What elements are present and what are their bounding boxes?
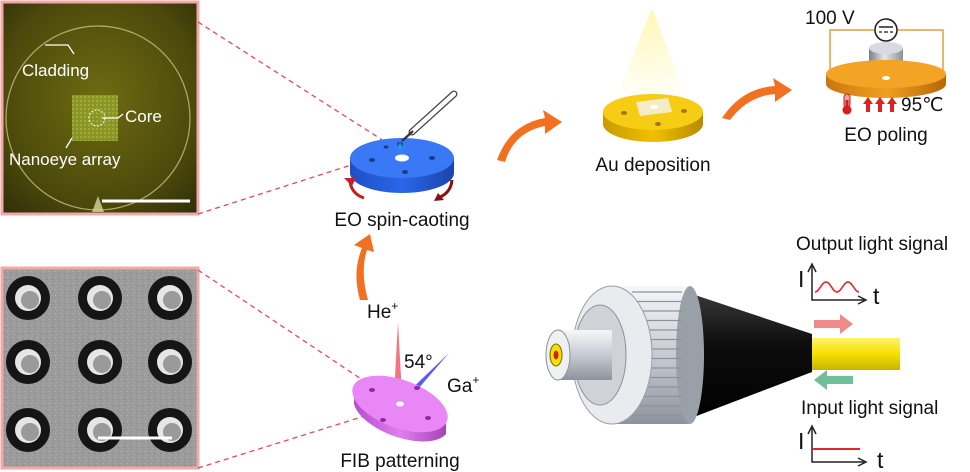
he-ion-beam xyxy=(394,322,402,395)
input-signal-label: Input light signal xyxy=(801,398,938,419)
dc-source-icon xyxy=(874,18,898,42)
output-intensity-axis-label: I xyxy=(798,266,804,292)
nanoeye-core xyxy=(93,355,111,373)
connector-boot xyxy=(686,292,812,420)
screw-hole xyxy=(396,401,404,407)
ga-ion-label: Ga+ xyxy=(447,373,479,397)
input-direction-arrow xyxy=(814,370,853,390)
he-ion-label: He+ xyxy=(367,299,398,323)
screw-hole xyxy=(369,388,375,392)
screw-hole xyxy=(369,158,375,162)
screw-hole xyxy=(882,76,890,80)
screw-hole xyxy=(414,386,420,390)
nanoeye-core xyxy=(21,423,39,441)
heat-arrows-icon xyxy=(863,97,897,112)
rotation-arrowhead xyxy=(344,178,356,186)
spin-disk-center-hole xyxy=(395,154,409,162)
nanoeye-core xyxy=(93,291,111,309)
ga-ion-charge: + xyxy=(472,373,479,387)
poling-voltage-label: 100 V xyxy=(805,8,855,29)
fib-patterning-label: FIB patterning xyxy=(340,451,459,472)
output-direction-arrow xyxy=(814,314,853,334)
input-signal-graph: Input light signal I t xyxy=(798,398,938,472)
au-deposition-stage: Au deposition xyxy=(595,8,711,176)
arrow-fib-to-spin xyxy=(354,234,374,300)
screw-hole xyxy=(383,145,389,149)
screw-hole xyxy=(650,105,658,109)
fiber-connector-device xyxy=(545,285,900,425)
screw-hole xyxy=(621,111,627,115)
au-deposition-label: Au deposition xyxy=(595,155,710,176)
fiber-tip-core xyxy=(553,350,559,360)
deposition-beam xyxy=(612,8,690,108)
screw-hole xyxy=(429,156,435,160)
output-axis-arrowhead xyxy=(857,295,868,305)
spin-coating-label: EO spin-caoting xyxy=(334,210,469,231)
input-axis-arrowhead xyxy=(857,457,868,467)
nanoeye-holes xyxy=(6,276,192,452)
connector-top-upper xyxy=(197,21,399,151)
fiber-edge-highlight xyxy=(92,196,104,212)
poling-disk-top xyxy=(826,60,946,88)
optical-micrograph-inset: Cladding Core Nanoeye array xyxy=(0,0,200,216)
fiber-cable xyxy=(806,338,900,370)
nanoeye-core xyxy=(21,355,39,373)
poling-temperature-label: 95℃ xyxy=(901,95,943,116)
arrow-au-to-poling xyxy=(722,78,792,120)
sem-micrograph-inset xyxy=(0,266,200,470)
screw-hole xyxy=(380,418,386,422)
output-time-axis-label: t xyxy=(873,283,880,309)
he-ion-charge: + xyxy=(391,299,398,313)
ferrule xyxy=(558,330,612,380)
poling-electrode-top xyxy=(869,42,903,54)
nanoeye-core xyxy=(163,291,181,309)
screw-hole xyxy=(425,416,431,420)
input-time-axis-label: t xyxy=(877,447,884,472)
core-pointer xyxy=(102,113,124,119)
pipette-icon xyxy=(398,90,458,150)
process-arrows xyxy=(354,78,792,300)
input-axis-arrowhead xyxy=(807,424,817,435)
eo-poling-label: EO poling xyxy=(844,125,927,146)
thermometer-icon xyxy=(842,93,852,115)
output-axes xyxy=(811,266,864,301)
nanoeye-pointer xyxy=(65,137,73,149)
input-intensity-axis-label: I xyxy=(798,428,804,454)
fib-angle-label: 54° xyxy=(404,352,433,373)
he-ion-symbol: He xyxy=(367,302,391,323)
nanoeye-core xyxy=(163,355,181,373)
rotation-arrowhead xyxy=(434,193,444,201)
connector-body-rear xyxy=(676,286,704,424)
nanoeye-core xyxy=(21,291,39,309)
cladding-pointer xyxy=(45,44,75,55)
output-axis-arrowhead xyxy=(807,262,817,273)
circuit-wire-left xyxy=(829,29,874,74)
spin-coating-stage: EO spin-caoting xyxy=(334,90,470,231)
nanoeye-array-label: Nanoeye array xyxy=(9,150,121,169)
output-signal-graph: Output light signal I t xyxy=(796,234,948,309)
cladding-label: Cladding xyxy=(22,61,89,80)
input-axes xyxy=(811,428,864,463)
screw-hole xyxy=(402,170,408,174)
fib-patterning-stage: He+ 54° Ga+ FIB patterning xyxy=(340,299,479,472)
eo-poling-stage: 100 V 95℃ EO poling xyxy=(805,8,946,146)
ga-ion-symbol: Ga xyxy=(447,376,473,397)
screw-hole xyxy=(681,109,687,113)
output-sinusoidal-signal xyxy=(814,281,860,293)
circuit-wire-right xyxy=(898,29,944,74)
core-label: Core xyxy=(125,107,162,126)
arrow-spin-to-au xyxy=(497,110,562,162)
output-signal-label: Output light signal xyxy=(796,234,948,255)
screw-hole xyxy=(655,122,661,126)
